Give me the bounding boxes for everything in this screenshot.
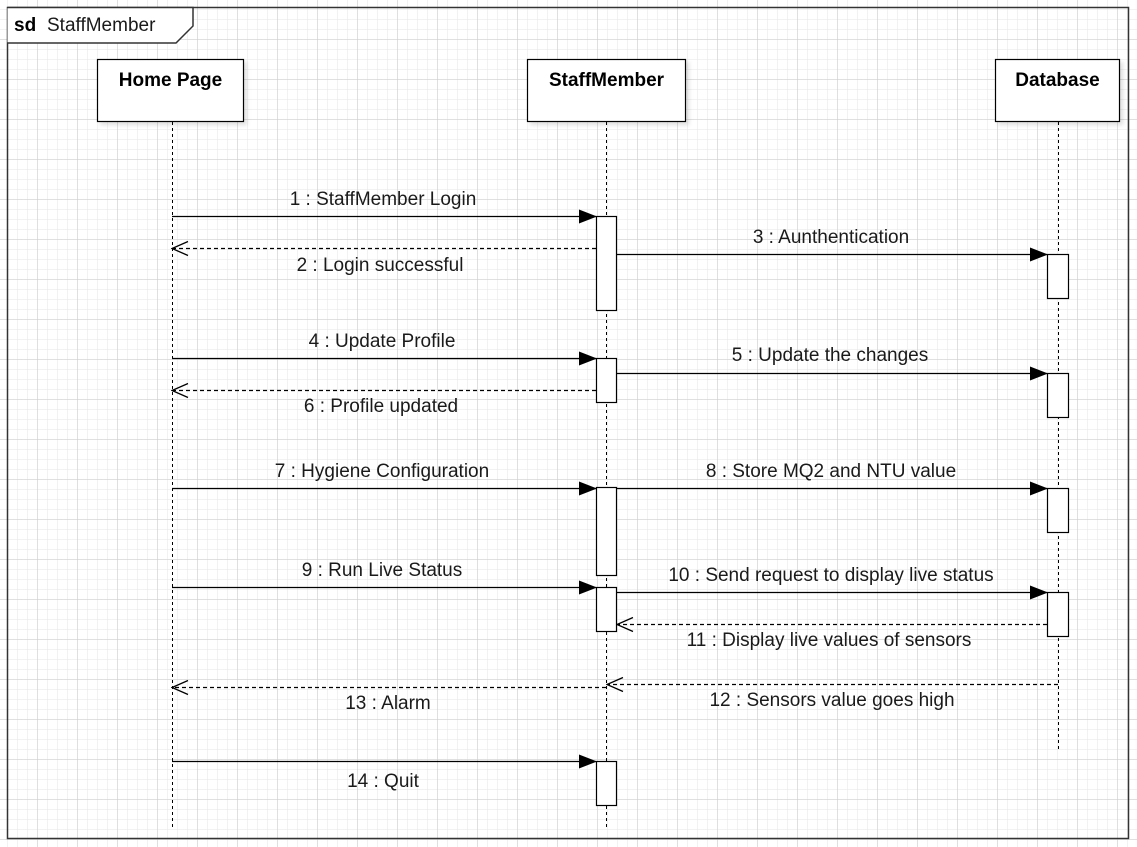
activation-staffmember-5: [595, 760, 618, 807]
frame-keyword: sd: [14, 15, 36, 36]
actor-staffmember[interactable]: StaffMember: [526, 58, 687, 123]
actor-home-page[interactable]: Home Page: [96, 58, 245, 123]
message-label-6: 6 : Profile updated: [304, 396, 458, 417]
actor-staffmember-label: StaffMember: [549, 70, 665, 91]
message-label-5: 5 : Update the changes: [732, 345, 928, 366]
activation-database-4: [1046, 591, 1070, 638]
activation-staffmember-4: [595, 586, 618, 633]
message-label-2: 2 : Login successful: [297, 255, 464, 276]
activation-database-3: [1046, 487, 1070, 534]
actor-home-page-label: Home Page: [119, 70, 222, 91]
message-label-8: 8 : Store MQ2 and NTU value: [706, 461, 956, 482]
activation-staffmember-2: [595, 357, 618, 404]
message-label-13: 13 : Alarm: [345, 693, 431, 714]
message-label-9: 9 : Run Live Status: [302, 560, 463, 581]
activation-database-2: [1046, 372, 1070, 419]
message-label-4: 4 : Update Profile: [309, 331, 456, 352]
message-label-12: 12 : Sensors value goes high: [709, 690, 954, 711]
message-label-3: 3 : Aunthentication: [753, 227, 909, 248]
message-label-7: 7 : Hygiene Configuration: [275, 461, 489, 482]
frame-label-tab: [7, 6, 194, 44]
actor-database-label: Database: [1015, 70, 1100, 91]
message-label-10: 10 : Send request to display live status: [668, 565, 993, 586]
activation-staffmember-3: [595, 486, 618, 577]
diagram-frame: [6, 6, 1130, 840]
message-label-14: 14 : Quit: [347, 771, 420, 792]
activation-staffmember-1: [595, 215, 618, 312]
activation-database-1: [1046, 253, 1070, 300]
actor-database[interactable]: Database: [994, 58, 1121, 123]
message-label-1: 1 : StaffMember Login: [290, 189, 477, 210]
frame-name: StaffMember: [47, 15, 156, 36]
message-label-11: 11 : Display live values of sensors: [687, 630, 972, 651]
